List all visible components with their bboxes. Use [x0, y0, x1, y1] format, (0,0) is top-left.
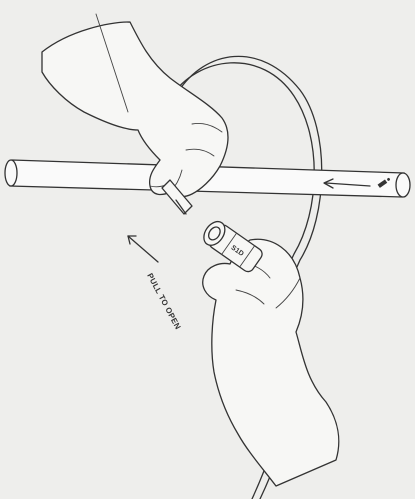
pull-to-open-label: PULL TO OPEN: [145, 272, 182, 331]
lower-gloved-hand: [203, 239, 339, 486]
pull-direction-arrow: [128, 236, 158, 262]
